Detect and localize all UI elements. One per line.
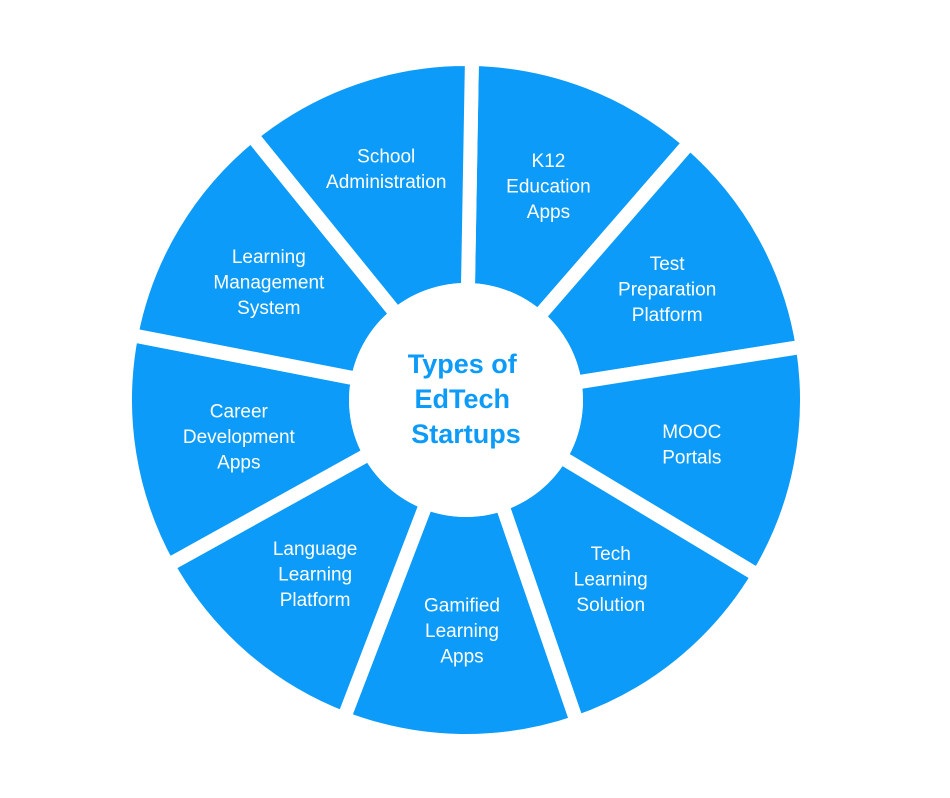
- segment-label-line: Management: [213, 273, 325, 294]
- segment-label-line: Tech: [591, 544, 631, 565]
- segment-label-line: System: [237, 298, 300, 319]
- segment-label-line: Portals: [662, 448, 721, 469]
- segment-label-line: Administration: [326, 172, 446, 193]
- segment-label-line: Platform: [280, 590, 351, 611]
- center-circle: [349, 283, 583, 517]
- center-title: Types of EdTech Startups: [408, 349, 525, 449]
- segment-label-line: Apps: [527, 202, 570, 223]
- segment-label-line: Career: [210, 401, 269, 422]
- segment-label-line: Gamified: [424, 595, 500, 616]
- segment-label-line: Apps: [440, 646, 483, 667]
- segment-label-line: Solution: [576, 595, 645, 616]
- segment-label-line: Development: [183, 427, 296, 448]
- segment-label-line: Apps: [217, 452, 260, 473]
- center-title-line: Startups: [411, 419, 521, 449]
- segment-label-line: Learning: [574, 570, 648, 591]
- segment-label-line: Learning: [278, 565, 352, 586]
- segment-label-line: Learning: [232, 247, 306, 268]
- segment-label-line: Test: [650, 254, 686, 275]
- segment-label-line: K12: [532, 151, 566, 172]
- center-title-line: EdTech: [414, 384, 510, 414]
- segment-label: MOOC Portals: [662, 422, 721, 469]
- segment-label-line: Learning: [425, 621, 499, 642]
- segment-label-line: School: [357, 147, 415, 168]
- center-title-line: Types of: [408, 349, 518, 379]
- segment-label-line: Preparation: [618, 279, 716, 300]
- segment-label-line: Education: [506, 176, 591, 197]
- segment-label-line: Language: [273, 539, 358, 560]
- segment-label-line: Platform: [632, 305, 703, 326]
- segment-label-line: MOOC: [662, 422, 721, 443]
